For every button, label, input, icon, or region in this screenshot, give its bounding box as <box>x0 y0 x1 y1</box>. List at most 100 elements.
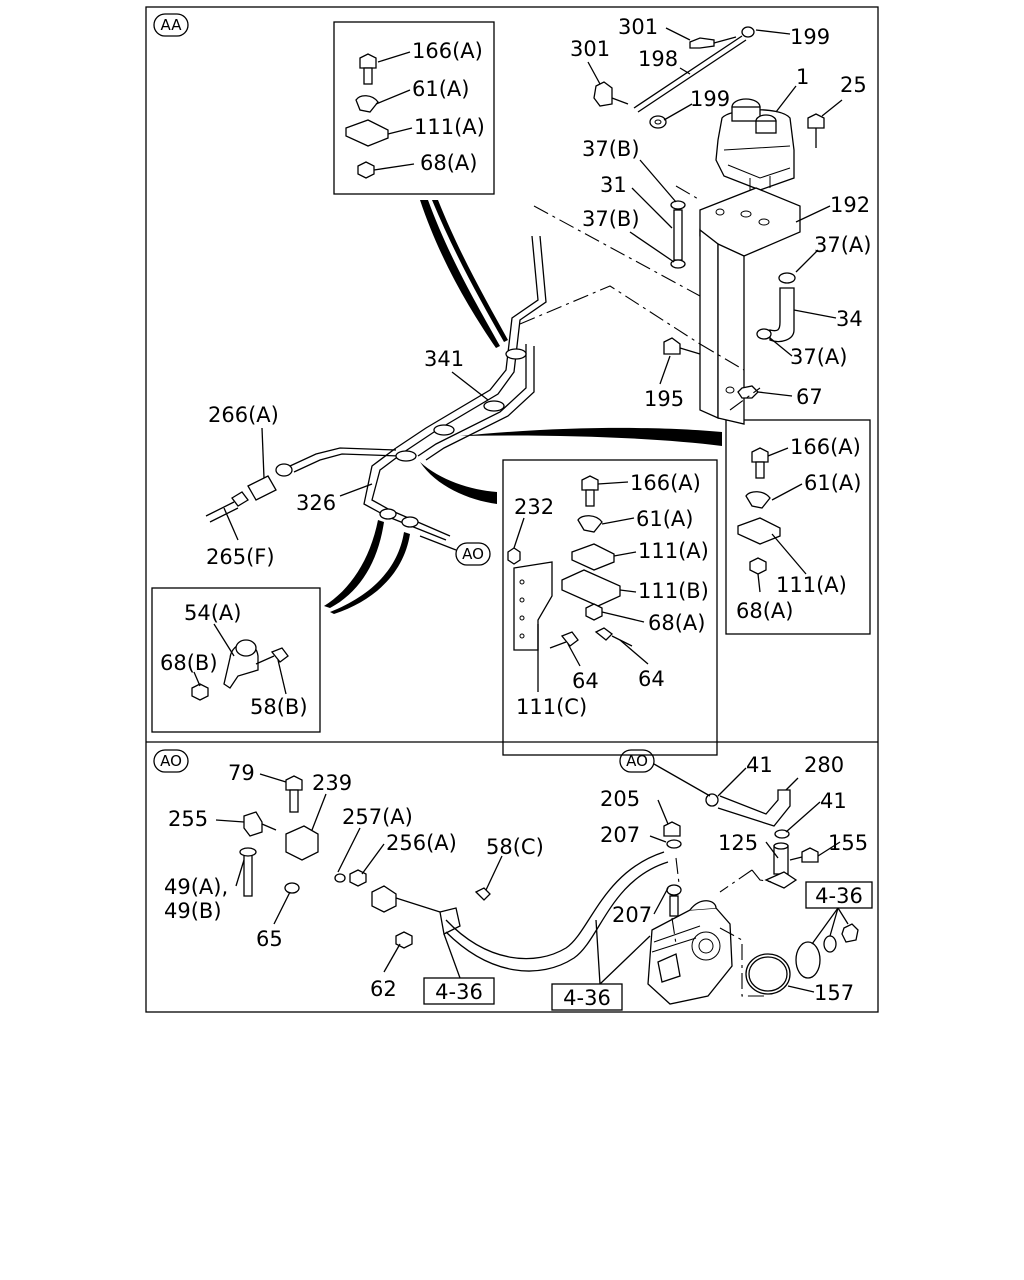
ref-box-4-36-mid: 4-36 <box>551 919 651 1011</box>
section-ref-ao-lower-text: AO <box>626 752 648 770</box>
label-37a-bottom: 37(A) <box>790 345 847 369</box>
label-37b-bottom: 37(B) <box>582 207 640 231</box>
rod-198 <box>633 35 747 113</box>
label-301-top: 301 <box>618 15 658 39</box>
fitting-125 <box>764 842 798 889</box>
label-inset-left-58b: 58(B) <box>250 695 308 719</box>
label-inset-mid-111c: 111(C) <box>516 695 587 719</box>
label-inset-mid-166a: 166(A) <box>630 471 701 495</box>
section-marker-aa: AA <box>153 13 189 37</box>
bolt-301-top <box>689 36 737 49</box>
label-inset-mid-232: 232 <box>514 495 554 519</box>
label-inset-mid-111a: 111(A) <box>638 539 709 563</box>
phantom-line-a <box>519 205 745 371</box>
lower-dash-lines <box>671 869 773 997</box>
label-inset-right-166a: 166(A) <box>790 435 861 459</box>
label-inset-mid-64-left: 64 <box>572 669 599 693</box>
phantom-line-b <box>729 387 761 411</box>
fitting-266a <box>247 463 293 501</box>
label-199-left: 199 <box>690 87 730 111</box>
hose-34 <box>756 272 796 343</box>
label-62: 62 <box>370 977 397 1001</box>
label-239: 239 <box>312 771 352 795</box>
section-ref-ao-upper-text: AO <box>462 545 484 563</box>
label-37b-top: 37(B) <box>582 137 640 161</box>
bolt-155 <box>789 847 819 863</box>
leader-lines <box>193 27 843 993</box>
label-41-right: 41 <box>820 789 847 813</box>
label-inset-right-61a: 61(A) <box>804 471 861 495</box>
inset-right-parts <box>737 447 781 575</box>
section-marker-ao-text: AO <box>160 752 182 770</box>
label-inset-mid-61a: 61(A) <box>636 507 693 531</box>
label-31: 31 <box>600 173 627 197</box>
label-155: 155 <box>828 831 868 855</box>
inset-top-parts <box>345 53 389 179</box>
label-199-top: 199 <box>790 25 830 49</box>
washer-199-top <box>741 26 755 38</box>
label-41-top: 41 <box>746 753 773 777</box>
power-steering-pump <box>647 900 733 1005</box>
ref-box-4-36-left-text: 4-36 <box>435 980 483 1004</box>
nut-67 <box>737 385 759 399</box>
washer-207-lower <box>666 884 682 917</box>
label-inset-mid-68a: 68(A) <box>648 611 705 635</box>
label-326: 326 <box>296 491 336 515</box>
section-marker-ao: AO <box>153 749 189 773</box>
gear-assembly <box>795 923 859 979</box>
label-inset-top-166a: 166(A) <box>412 39 483 63</box>
label-265f: 265(F) <box>206 545 275 569</box>
reservoir <box>715 98 795 192</box>
section-marker-aa-text: AA <box>161 16 183 34</box>
inset-box-top <box>333 21 495 195</box>
label-inset-top-111a: 111(A) <box>414 115 485 139</box>
label-255: 255 <box>168 807 208 831</box>
inset-box-mid <box>502 459 718 756</box>
label-58c: 58(C) <box>486 835 544 859</box>
pipe-341 <box>395 235 547 461</box>
inset-mid-parts <box>507 475 633 651</box>
label-inset-top-68a: 68(A) <box>420 151 477 175</box>
pressure-hose <box>445 851 669 972</box>
section-ref-ao-lower: AO <box>619 749 711 797</box>
ref-box-4-36-right-text: 4-36 <box>815 884 863 908</box>
leader-wedge-right <box>460 427 722 446</box>
label-inset-right-111a: 111(A) <box>776 573 847 597</box>
hose-dash-1 <box>675 857 681 893</box>
label-49b: 49(B) <box>164 899 222 923</box>
pipe-280 <box>705 789 791 839</box>
bolt-301-left <box>593 81 629 107</box>
label-280: 280 <box>804 753 844 777</box>
pipe-clamps <box>379 348 527 528</box>
label-inset-mid-64-right: 64 <box>638 667 665 691</box>
label-207-bottom: 207 <box>612 903 652 927</box>
label-inset-top-61a: 61(A) <box>412 77 469 101</box>
label-37a-top: 37(A) <box>814 233 871 257</box>
diagram-frame <box>145 6 879 1013</box>
label-1: 1 <box>796 65 809 89</box>
label-inset-right-68a: 68(A) <box>736 599 793 623</box>
sensor-265f <box>205 491 249 523</box>
leader-wedge-left <box>324 520 384 608</box>
lower-left-parts <box>239 775 491 949</box>
o-ring-157 <box>745 953 791 995</box>
label-34: 34 <box>836 307 863 331</box>
label-inset-mid-111b: 111(B) <box>638 579 709 603</box>
label-207-top: 207 <box>600 823 640 847</box>
label-25: 25 <box>840 73 867 97</box>
ref-box-4-36-left: 4-36 <box>423 933 495 1005</box>
label-192: 192 <box>830 193 870 217</box>
label-301-left: 301 <box>570 37 610 61</box>
label-198: 198 <box>638 47 678 71</box>
label-341: 341 <box>424 347 464 371</box>
label-125: 125 <box>718 831 758 855</box>
hose-31 <box>670 200 686 269</box>
leader-wedge-top <box>420 200 500 348</box>
label-79: 79 <box>228 761 255 785</box>
reservoir-bracket <box>699 187 801 425</box>
label-65: 65 <box>256 927 283 951</box>
ref-box-4-36-mid-text: 4-36 <box>563 986 611 1010</box>
label-inset-left-68b: 68(B) <box>160 651 218 675</box>
label-256a: 256(A) <box>386 831 457 855</box>
